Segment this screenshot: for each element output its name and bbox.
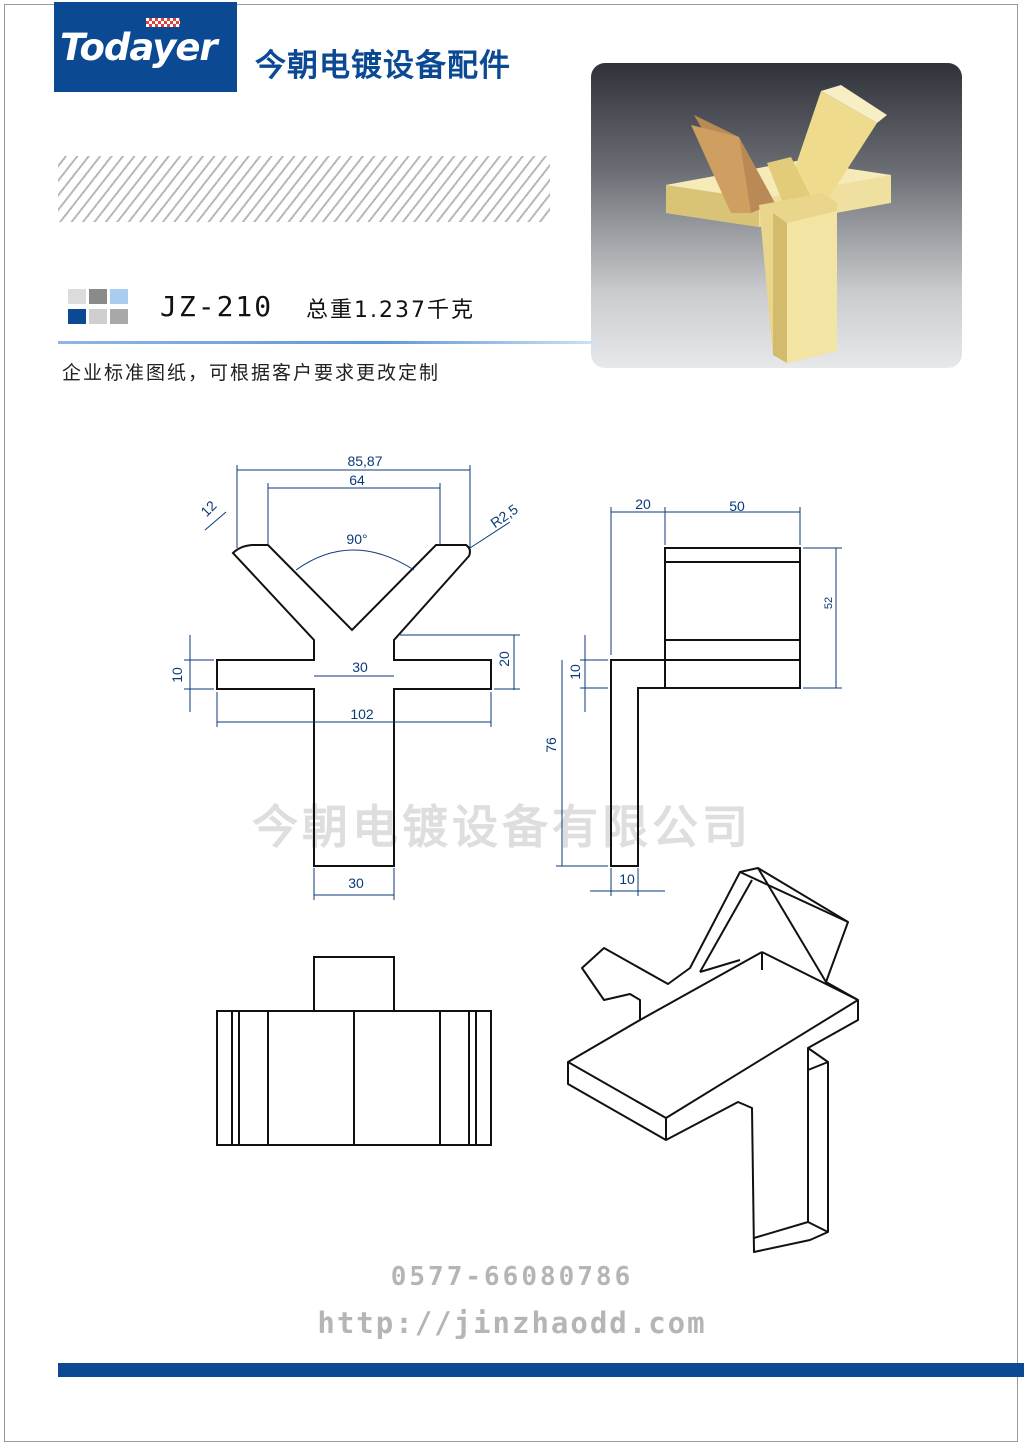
square — [89, 309, 107, 324]
dim-offset: 20 — [635, 496, 651, 512]
front-view-dimensions — [184, 465, 520, 900]
isometric-view — [567, 867, 859, 1253]
dim-leg-width-side: 10 — [619, 871, 635, 887]
hatch-decoration — [58, 156, 550, 222]
checkered-flag-icon — [146, 18, 180, 27]
product-photo — [591, 63, 962, 368]
dim-radius: R2,5 — [487, 501, 521, 531]
total-weight: 总重1.237千克 — [306, 298, 475, 323]
square — [89, 289, 107, 304]
dim-bar-length: 102 — [350, 706, 374, 722]
dim-neck-width: 30 — [352, 659, 368, 675]
front-view — [216, 544, 492, 867]
side-view — [610, 547, 801, 867]
dim-bar-thickness: 10 — [169, 667, 185, 683]
divider-line — [58, 341, 598, 344]
square — [68, 309, 86, 324]
company-title: 今朝电镀设备配件 — [255, 48, 511, 84]
square — [110, 309, 128, 324]
square — [110, 289, 128, 304]
dim-inner-width: 64 — [349, 472, 365, 488]
dim-top-width: 50 — [729, 498, 745, 514]
model-number: JZ-210 — [160, 290, 274, 323]
dim-outer-width: 85,87 — [347, 453, 382, 469]
dim-arm-width: 12 — [197, 497, 219, 519]
dim-leg-width: 30 — [348, 875, 364, 891]
watermark: 今朝电镀设备有限公司 — [252, 800, 752, 854]
dim-angle: 90° — [346, 531, 367, 547]
square — [68, 289, 86, 304]
dim-plate: 10 — [567, 664, 583, 680]
phone-number: 0577-66080786 — [390, 1262, 634, 1292]
page-border — [4, 4, 1018, 1442]
website-url[interactable]: http://jinzhaodd.com — [317, 1306, 707, 1340]
dim-height: 52 — [823, 597, 835, 609]
dim-neck-height: 20 — [496, 651, 512, 667]
description: 企业标准图纸，可根据客户要求更改定制 — [62, 362, 441, 384]
logo-text: Todayer — [60, 26, 218, 69]
color-squares — [68, 289, 130, 327]
side-view-dimensions — [556, 507, 842, 896]
dim-leg-length: 76 — [543, 737, 559, 753]
top-view — [216, 956, 492, 1146]
logo: Todayer — [54, 2, 237, 92]
footer-bar — [58, 1363, 1024, 1377]
